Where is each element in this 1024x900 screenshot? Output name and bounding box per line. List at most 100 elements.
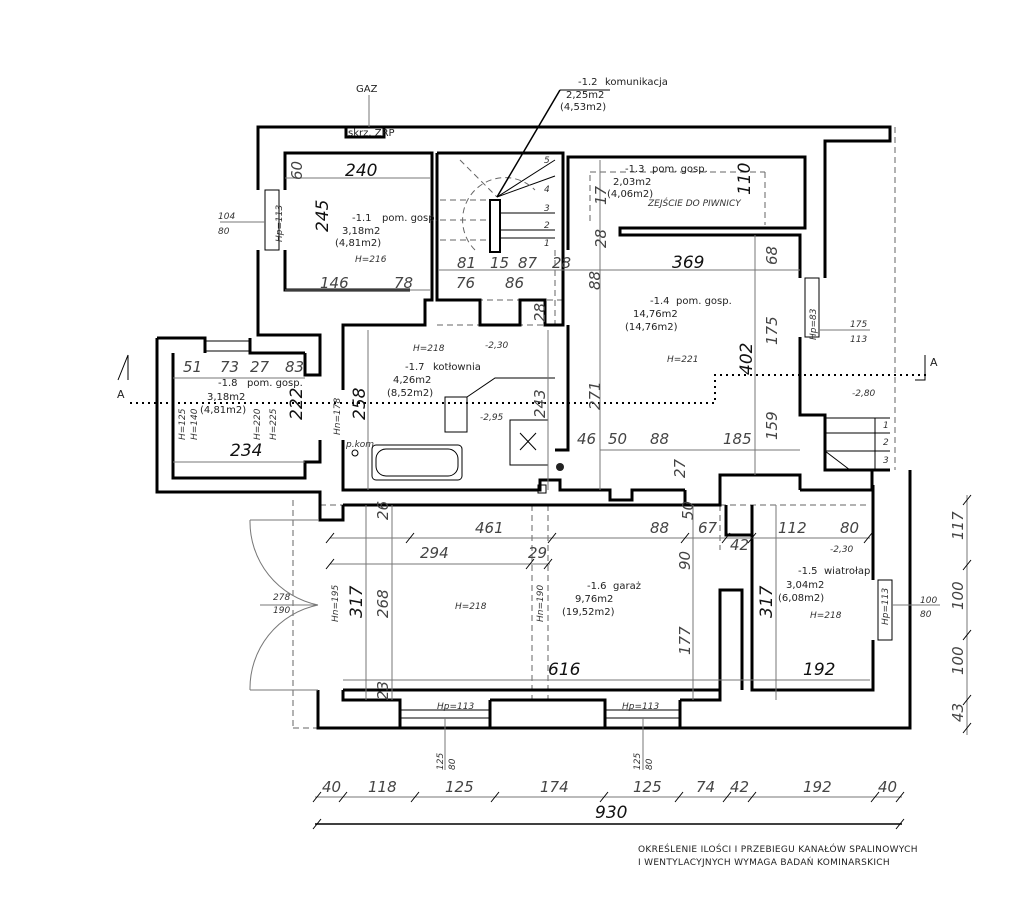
opening-height: Hn=178 (333, 398, 343, 435)
room-area-gross: (4,81m2) (200, 405, 246, 416)
dimension: 88 (650, 519, 669, 537)
dimension-tick (962, 494, 972, 506)
room-number: -1.8 (218, 378, 238, 389)
room-area-gross: (6,08m2) (778, 593, 824, 604)
dimension-tick (325, 558, 335, 570)
room-height: H=218 (413, 344, 445, 354)
dimension-tick (747, 532, 757, 544)
dimension: 28 (592, 229, 610, 248)
step-number: 3 (544, 204, 550, 214)
dimension-tick (895, 791, 905, 803)
dimension-tick (870, 791, 880, 803)
dimension: 402 (737, 343, 757, 375)
walls (155, 125, 912, 730)
window-label: Hp=113 (622, 702, 659, 712)
height-mark: H=140 (190, 408, 200, 440)
level-mark: -2,95 (480, 413, 504, 423)
dimension: 40 (878, 778, 897, 796)
dimension: 73 (220, 358, 239, 376)
room-area-gross: (4,06m2) (607, 189, 653, 200)
window-size: 80 (920, 610, 932, 620)
dimension-tick (674, 791, 684, 803)
dimension-tick (962, 694, 972, 706)
dimension: 80 (840, 519, 859, 537)
dimension-tick (547, 532, 557, 544)
room-name: pom. gosp. (652, 164, 708, 175)
dimension: 125 (633, 778, 662, 796)
room-area-gross: (4,53m2) (560, 102, 606, 113)
right-stairs: 1 2 3 -2,80 (824, 389, 890, 471)
room-name: kotłownia (433, 362, 481, 373)
step-number: 1 (883, 421, 889, 431)
section-line-a: A A (117, 354, 938, 404)
room-area-gross: (14,76m2) (625, 322, 678, 333)
height-mark: H=225 (269, 408, 279, 440)
dimension-tick (312, 818, 322, 830)
door-size: 278 (273, 593, 290, 603)
room-area-gross: (19,52m2) (562, 607, 615, 618)
dimension: 23 (374, 681, 392, 700)
dimension: 118 (368, 778, 397, 796)
dimension: 42 (730, 536, 749, 554)
room-number: -1.3 (625, 164, 645, 175)
dimension: 317 (757, 585, 777, 618)
main-stairs: 5 4 3 2 1 (440, 89, 610, 253)
dimension: 51 (183, 358, 202, 376)
dimension: 28 (552, 254, 571, 272)
dimension-tick (490, 791, 500, 803)
step-number: 4 (544, 185, 550, 195)
dimension: 88 (586, 271, 604, 290)
room-area: 3,18m2 (342, 226, 380, 237)
dimension-tick (543, 558, 553, 570)
dimension: 234 (230, 441, 262, 461)
level-mark: -2,80 (852, 389, 876, 399)
dimension-tick (962, 722, 972, 734)
room-area: 2,03m2 (613, 177, 651, 188)
dimension: 112 (778, 519, 807, 537)
opening-height: Hn=195 (331, 585, 341, 622)
room-number: -1.1 (352, 213, 372, 224)
window-size: 125 (436, 753, 446, 770)
height-mark: H=125 (178, 408, 188, 440)
section-label-left: A (117, 388, 125, 401)
window-label: Hp=113 (881, 588, 891, 625)
dimension: 26 (374, 501, 392, 520)
dimension: 76 (456, 274, 475, 292)
dimension: 27 (250, 358, 270, 376)
room-height: H=216 (355, 255, 387, 265)
dimension: 271 (586, 381, 604, 410)
dimension-tick (599, 791, 609, 803)
dimension-tick (721, 532, 731, 544)
dimension: 50 (608, 430, 627, 448)
dimension-tick (525, 558, 535, 570)
window-size: 175 (850, 320, 867, 330)
labels: GAZ skrz. ZRP -1.1 pom. gosp. 3,18m2 (4,… (178, 77, 967, 868)
dimension: 88 (650, 430, 669, 448)
door-size: 190 (273, 606, 290, 616)
dimension: 461 (475, 519, 504, 537)
dimension-tick (895, 818, 905, 830)
room-height: H=218 (810, 611, 842, 621)
dimension: 46 (577, 430, 596, 448)
opening-height: Hn=190 (536, 585, 546, 622)
dimension: 40 (322, 778, 341, 796)
dimension: 100 (949, 646, 967, 675)
window-size: 80 (645, 758, 655, 770)
dimension: 78 (394, 274, 413, 292)
note-line: I WENTYLACYJNYCH WYMAGA BADAŃ KOMINARSKI… (638, 856, 890, 868)
garage-door[interactable] (249, 519, 319, 691)
step-number: 3 (883, 456, 889, 466)
room-height: H=221 (667, 355, 699, 365)
dimension: 50 (679, 501, 697, 520)
room-height: H=218 (455, 602, 487, 612)
dimension: 90 (676, 551, 694, 570)
note-line: OKREŚLENIE ILOŚCI I PRZEBIEGU KANAŁÓW SP… (638, 843, 918, 855)
dimension: 125 (445, 778, 474, 796)
dimension: 15 (490, 254, 509, 272)
room-name: pom. gosp. (676, 296, 732, 307)
room-number: -1.7 (405, 362, 425, 373)
boiler-room-fixtures (351, 377, 564, 494)
dimension: 67 (698, 519, 718, 537)
room-name: komunikacja (605, 77, 668, 88)
